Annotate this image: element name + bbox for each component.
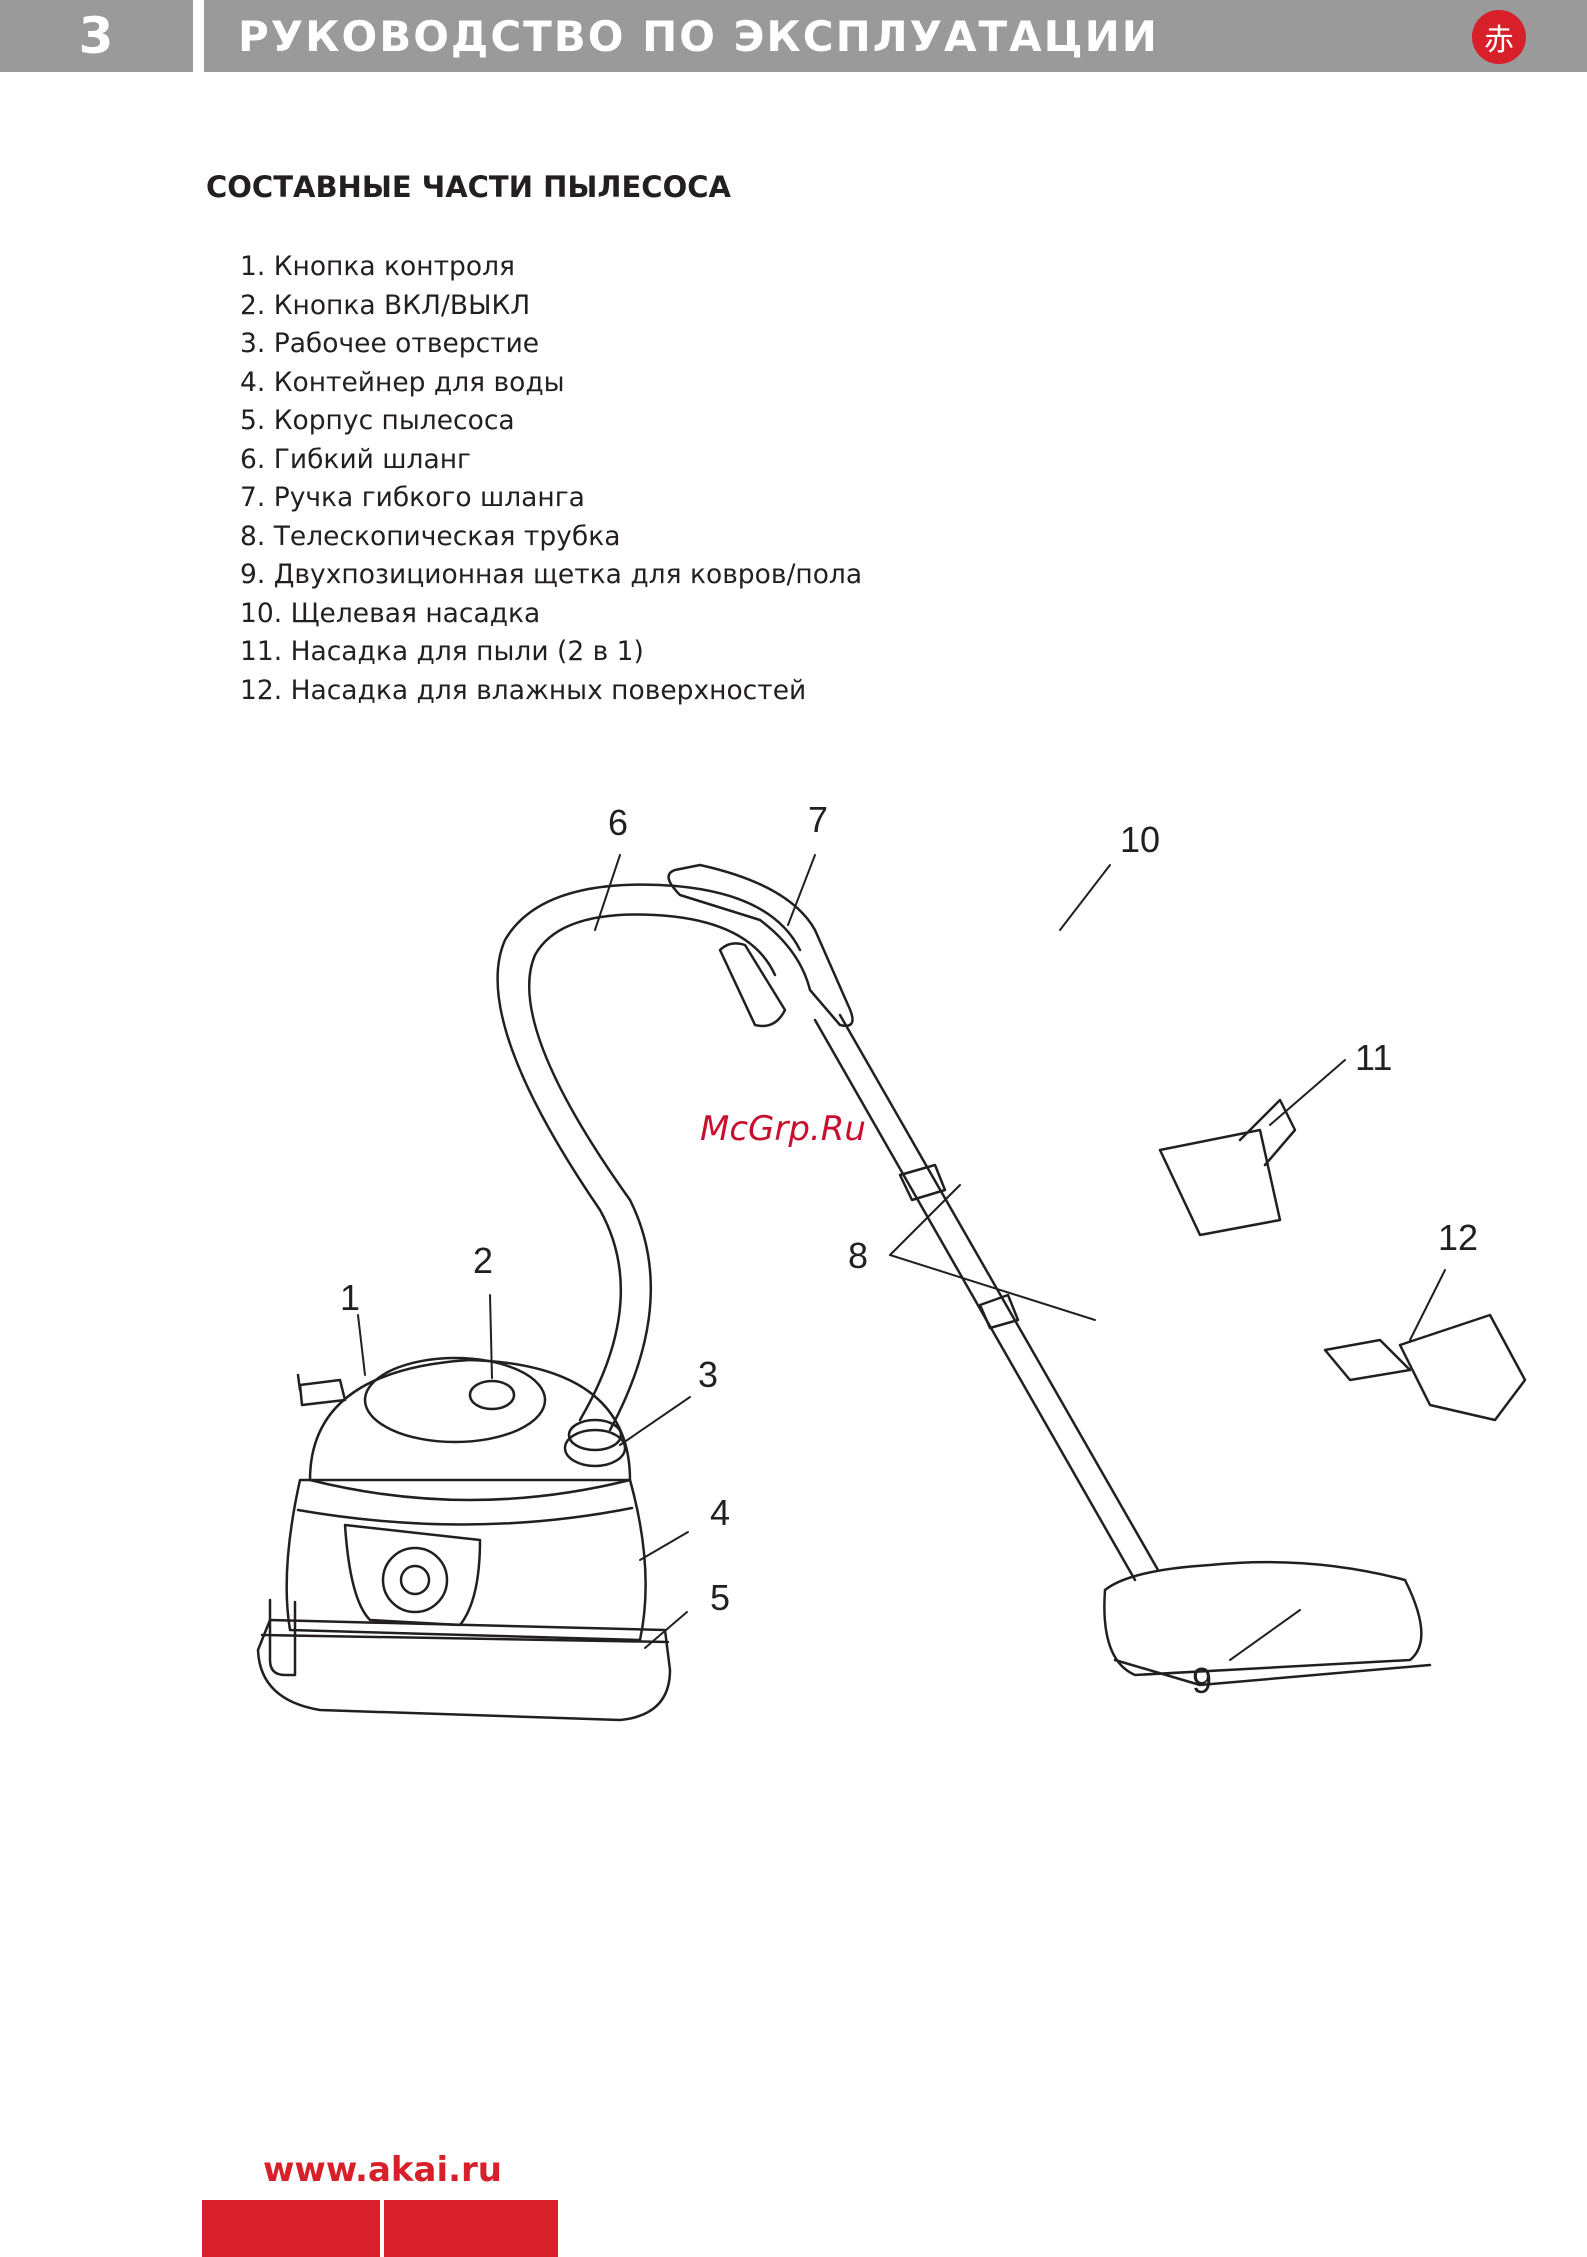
leader-2 <box>489 1294 493 1379</box>
header-title: РУКОВОДСТВО ПО ЭКСПЛУАТАЦИИ <box>238 11 1159 61</box>
callout-2: 2 <box>473 1240 493 1281</box>
flexible-hose-inner <box>527 913 777 1432</box>
list-item: 9. Двухпозиционная щетка для ковров/пола <box>240 559 863 590</box>
list-item: 10. Щелевая насадка <box>240 597 541 629</box>
crevice-nozzle <box>718 942 787 1028</box>
front-dial <box>381 1546 449 1614</box>
list-item: 12. Насадка для влажных поверхностей <box>240 674 807 706</box>
wet-nozzle-head <box>1398 1313 1527 1422</box>
cord-post <box>268 1598 297 1677</box>
callout-11: 11 <box>1355 1037 1392 1078</box>
callout-9: 9 <box>1192 1660 1212 1701</box>
leader-11 <box>1269 1059 1346 1126</box>
footer-url-link[interactable]: www.akai.ru <box>263 2150 503 2190</box>
vacuum-parts-diagram: 1 2 3 4 5 6 7 8 9 10 11 12 McGrp.Ru <box>256 799 1527 1722</box>
leader-4 <box>639 1531 689 1561</box>
front-dial-inner <box>399 1564 431 1596</box>
water-container <box>285 1478 647 1642</box>
flexible-hose-outer <box>496 883 802 1422</box>
diagram-callouts: 1 2 3 4 5 6 7 8 9 10 11 12 <box>340 799 1478 1701</box>
leader-9 <box>1229 1609 1301 1661</box>
callout-1: 1 <box>340 1277 360 1318</box>
intake-port <box>563 1428 627 1468</box>
power-button <box>468 1379 516 1411</box>
list-item: 7. Ручка гибкого шланга <box>240 482 585 513</box>
callout-3: 3 <box>698 1354 718 1395</box>
top-lid-cap <box>363 1356 547 1444</box>
list-item: 3. Рабочее отверстие <box>240 328 540 359</box>
control-knob <box>298 1378 347 1407</box>
footer-block-left <box>202 2200 380 2257</box>
list-item: 5. Корпус пылесоса <box>240 405 515 436</box>
list-item: 1. Кнопка контроля <box>240 251 515 282</box>
leader-8a <box>889 1184 961 1256</box>
leader-6 <box>594 854 621 931</box>
list-item: 11. Насадка для пыли (2 в 1) <box>240 636 644 667</box>
akai-logo-icon: 赤 <box>1472 10 1526 64</box>
floor-brush <box>1103 1560 1423 1677</box>
list-item: 4. Контейнер для воды <box>240 366 565 398</box>
hose-handle <box>667 863 854 1028</box>
telescopic-tube-a <box>813 1018 1137 1582</box>
callout-10: 10 <box>1120 819 1160 860</box>
list-item: 8. Телескопическая трубка <box>240 520 621 552</box>
tube-clip-b <box>978 1293 1020 1330</box>
floor-brush-base <box>1113 1658 1432 1687</box>
list-item: 6. Гибкий шланг <box>240 443 471 475</box>
telescopic-tube-b <box>838 1013 1160 1572</box>
front-window <box>343 1523 482 1627</box>
control-lever <box>296 1373 302 1392</box>
callout-4: 4 <box>710 1492 730 1533</box>
callout-8: 8 <box>848 1235 868 1276</box>
leader-10 <box>1059 864 1111 931</box>
leader-5 <box>644 1611 688 1649</box>
page-number: 3 <box>78 7 115 65</box>
callout-12: 12 <box>1438 1217 1478 1258</box>
intake-port-ring <box>567 1418 623 1452</box>
leader-7 <box>787 854 816 926</box>
callout-7: 7 <box>808 799 828 840</box>
dust-brush-neck <box>1238 1098 1297 1167</box>
leader-1 <box>357 1314 366 1376</box>
callout-6: 6 <box>608 802 628 843</box>
parts-list: 1. Кнопка контроля 2. Кнопка ВКЛ/ВЫКЛ 3.… <box>240 248 862 710</box>
vacuum-base <box>256 1618 672 1722</box>
header-title-box: РУКОВОДСТВО ПО ЭКСПЛУАТАЦИИ <box>204 0 1587 72</box>
page-number-box: 3 <box>0 0 193 72</box>
leader-8b <box>889 1254 1096 1321</box>
wet-nozzle <box>1323 1338 1412 1382</box>
list-item: 2. Кнопка ВКЛ/ВЫКЛ <box>240 289 531 321</box>
section-title: СОСТАВНЫЕ ЧАСТИ ПЫЛЕСОСА <box>206 170 731 204</box>
leader-12 <box>1409 1269 1446 1341</box>
logo-glyph: 赤 <box>1484 23 1514 58</box>
leader-3 <box>619 1396 691 1446</box>
top-lid <box>308 1358 632 1502</box>
vacuum-base-rim <box>260 1633 670 1644</box>
tube-clip-a <box>898 1163 947 1202</box>
watermark: McGrp.Ru <box>700 1109 866 1149</box>
water-container-band <box>296 1506 634 1526</box>
vacuum-illustration <box>256 854 1527 1722</box>
header-bar: 3 РУКОВОДСТВО ПО ЭКСПЛУАТАЦИИ 赤 <box>0 0 1587 72</box>
dust-brush <box>1158 1128 1282 1237</box>
footer-block-right <box>384 2200 558 2257</box>
callout-5: 5 <box>710 1577 730 1618</box>
